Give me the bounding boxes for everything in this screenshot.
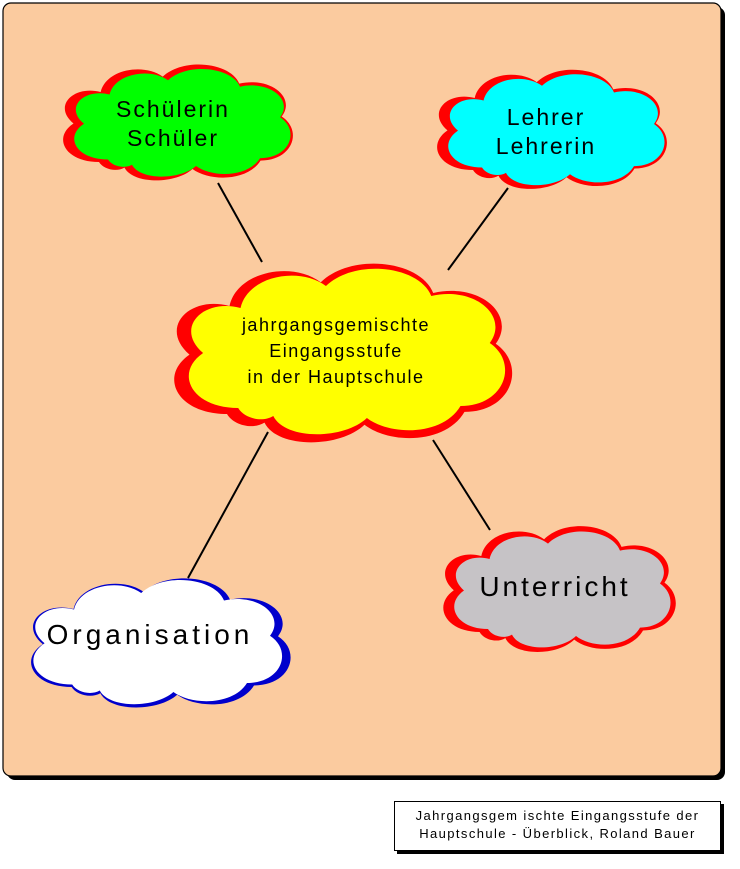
teachers-label-line1: Lehrer xyxy=(507,104,585,130)
students-label-line2: Schüler xyxy=(127,125,219,151)
caption-box: Jahrgangsgem ischte Eingangsstufe der Ha… xyxy=(394,801,721,851)
mind-map-diagram: Schülerin Schüler Lehrer Lehrerin jahrga… xyxy=(2,2,725,780)
center-label-line1: jahrgangsgemischte xyxy=(241,315,430,335)
organisation-label: Organisation xyxy=(47,619,254,650)
students-cloud: Schülerin Schüler xyxy=(63,64,293,181)
center-label-line2: Eingangsstufe xyxy=(269,341,403,361)
organisation-cloud: Organisation xyxy=(31,578,291,708)
caption-line1: Jahrgangsgem ischte Eingangsstufe der xyxy=(415,808,700,823)
students-label-line1: Schülerin xyxy=(116,96,230,122)
center-cloud: jahrgangsgemischte Eingangsstufe in der … xyxy=(174,263,513,443)
teaching-label: Unterricht xyxy=(479,571,630,602)
teachers-label-line2: Lehrerin xyxy=(496,133,596,159)
connector-teaching xyxy=(432,439,491,531)
connectors xyxy=(187,182,509,579)
connector-organisation xyxy=(187,431,269,579)
teaching-cloud: Unterricht xyxy=(443,526,676,652)
connector-students xyxy=(217,182,263,263)
center-label-line3: in der Hauptschule xyxy=(247,367,424,387)
teachers-cloud: Lehrer Lehrerin xyxy=(437,69,667,189)
caption-line2: Hauptschule - Überblick, Roland Bauer xyxy=(419,826,696,841)
connector-teachers xyxy=(447,187,509,271)
